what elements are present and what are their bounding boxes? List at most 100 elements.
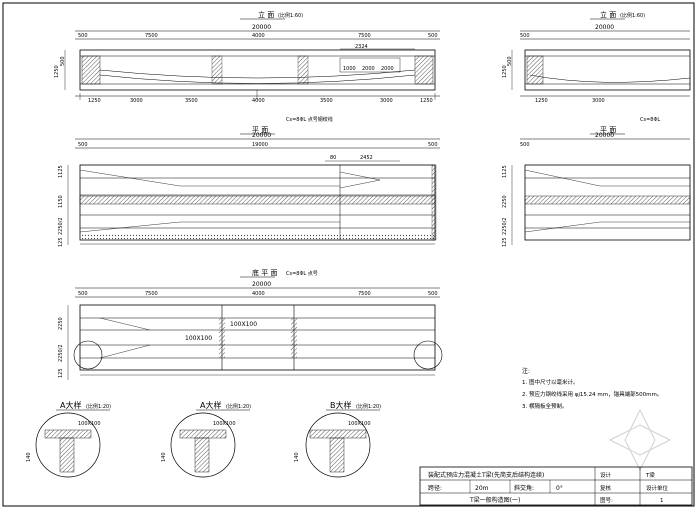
plan-view: 平 面 Cs=8ΦL 点号钢绞线 20000 19000 500 500 80 … <box>58 116 440 247</box>
side-plan-note: Cs=8ΦL <box>640 117 660 123</box>
elevation-seg-1: 500 <box>78 33 88 39</box>
plan-overall-dim: 20000 <box>252 132 271 139</box>
side-elevation-dim-1: 3000 <box>592 98 605 104</box>
plan-inner-dim: 19000 <box>252 142 268 148</box>
notes-item-1: 1. 图中尺寸以毫米计。 <box>522 378 579 386</box>
side-elevation-dim-2: 1250 <box>535 98 548 104</box>
elevation-seg-2: 7500 <box>145 33 158 39</box>
side-plan-left-edge: 500 <box>520 142 530 148</box>
detail-a1-title: A大样 <box>60 400 81 410</box>
elevation-bottom-dim-3: 3500 <box>185 98 198 104</box>
plan-sub-dim-2: 2452 <box>360 155 373 161</box>
title-sheet-label: 图号: <box>600 496 613 504</box>
bottom-plan-view: 底 平 面 Cs=8ΦL 点号 20000 500 7500 4000 7500… <box>58 268 443 380</box>
title-block: 装配式预应力混凝土T梁(先简支后结构连续) 跨径: 20m 斜交角: 0° T梁… <box>419 466 693 506</box>
title-sheet-value: 1 <box>660 498 664 504</box>
bottom-plan-seg-1: 500 <box>78 291 88 297</box>
elevation-mid-dim-1: 1000 <box>343 66 356 72</box>
bottom-plan-left-dim-3: 125 <box>58 368 64 378</box>
watermark-logo <box>608 408 672 472</box>
bottom-plan-overall: 20000 <box>252 281 271 288</box>
plan-left-dim-3: 2250/2 <box>58 217 64 235</box>
bottom-plan-seg-2: 7500 <box>145 291 158 297</box>
bottom-plan-left-dim-2: 2250/2 <box>58 344 64 362</box>
plan-edge-right: 500 <box>428 142 438 148</box>
side-elevation-left-edge: 500 <box>520 33 530 39</box>
elevation-bottom-dim-7: 1250 <box>420 98 433 104</box>
elevation-overall-dim: 20000 <box>252 24 271 31</box>
bottom-plan-seg-5: 500 <box>428 291 438 297</box>
side-plan-left-dim-4: 125 <box>502 237 508 247</box>
elevation-seg-5: 500 <box>428 33 438 39</box>
detail-a2: A大样 (比例1:20) 100X100 140 <box>161 400 251 478</box>
bottom-plan-seg-4: 7500 <box>358 291 371 297</box>
side-plan-left-dim-2: 2250 <box>502 195 508 208</box>
bottom-plan-title: 底 平 面 <box>252 268 277 277</box>
detail-b-height: 140 <box>294 452 300 462</box>
notes-item-3: 3. 横隔板全预制。 <box>522 402 568 410</box>
side-plan-left-dim-1: 1125 <box>502 165 508 178</box>
bottom-plan-label-1: 100X100 <box>185 335 212 342</box>
side-elevation-height-1: 1250 <box>502 65 508 78</box>
detail-b: B大样 (比例1:20) 100X100 140 <box>294 400 381 478</box>
bottom-plan-seg-3: 4000 <box>252 291 265 297</box>
title-check-value: 设计单位 <box>646 484 669 492</box>
bottom-plan-label-2: 100X100 <box>230 321 257 328</box>
detail-b-subtitle: (比例1:20) <box>356 403 381 410</box>
detail-a2-title: A大样 <box>200 400 221 410</box>
title-drawing-name: T梁一般构造图(一) <box>469 496 520 504</box>
bottom-plan-left-dim-1: 2250 <box>58 317 64 330</box>
bottom-plan-note: Cs=8ΦL 点号 <box>286 271 318 277</box>
side-elevation-view: 立 面 (比例1:60) 20000 500 1250 500 3000 125… <box>502 10 691 104</box>
detail-a1-dim: 100X100 <box>78 421 101 427</box>
detail-b-dim: 100X100 <box>348 421 371 427</box>
notes-item-2: 2. 预应力钢绞线采用 φj15.24 mm，锚具端部500mm。 <box>522 390 662 398</box>
side-plan-view: 平 面 Cs=8ΦL 20000 500 1125 2250 2250/2 12… <box>502 117 691 247</box>
title-skew-value: 0° <box>556 485 563 492</box>
elevation-height-1: 1250 <box>54 65 60 78</box>
elevation-bottom-dim-1: 1250 <box>88 98 101 104</box>
plan-edge-left: 500 <box>78 142 88 148</box>
elevation-bottom-dim-6: 3000 <box>380 98 393 104</box>
notes-heading: 注: <box>522 367 530 375</box>
elevation-mid-dim-2: 2000 <box>362 66 375 72</box>
elevation-view: 立 面 (比例1:60) 20000 500 7500 4000 7500 50… <box>54 10 440 104</box>
title-project: 装配式预应力混凝土T梁(先简支后结构连续) <box>428 471 544 479</box>
elevation-bottom-dim-4: 4000 <box>252 98 265 104</box>
side-plan-title: 平 面 <box>600 126 616 134</box>
elevation-height-2: 500 <box>60 56 66 66</box>
side-elevation-height-2: 500 <box>507 56 513 66</box>
plan-note: Cs=8ΦL 点号钢绞线 <box>286 116 333 123</box>
side-elevation-subtitle: (比例1:60) <box>620 12 645 19</box>
detail-a1: A大样 (比例1:20) 100X100 140 <box>26 400 111 478</box>
title-skew-label: 斜交角: <box>514 484 534 492</box>
elevation-mid-dim-3: 2000 <box>381 66 394 72</box>
detail-a2-dim: 100X100 <box>213 421 236 427</box>
plan-left-dim-4: 125 <box>58 237 64 247</box>
title-design-value: T梁 <box>645 471 655 479</box>
elevation-subtitle: (比例1:60) <box>278 12 303 19</box>
detail-a2-height: 140 <box>161 452 167 462</box>
title-span-label: 跨径: <box>428 484 442 492</box>
detail-a1-subtitle: (比例1:20) <box>86 403 111 410</box>
title-span-value: 20m <box>475 485 489 492</box>
side-plan-overall: 20000 <box>595 132 614 139</box>
plan-left-dim-1: 1125 <box>58 165 64 178</box>
detail-a1-height: 140 <box>26 452 32 462</box>
elevation-title: 立 面 <box>258 10 274 19</box>
notes-block: 注: 1. 图中尺寸以毫米计。 2. 预应力钢绞线采用 φj15.24 mm，锚… <box>522 367 662 410</box>
elevation-sub-dim: 2324 <box>355 44 368 50</box>
title-design-label: 设计 <box>600 471 612 479</box>
side-plan-left-dim-3: 2250/2 <box>502 217 508 235</box>
side-elevation-title: 立 面 <box>600 10 616 19</box>
elevation-bottom-dim-2: 3000 <box>130 98 143 104</box>
detail-b-title: B大样 <box>330 400 352 410</box>
plan-left-dim-2: 1150 <box>58 195 64 208</box>
elevation-seg-4: 7500 <box>358 33 371 39</box>
elevation-bottom-dim-5: 3500 <box>320 98 333 104</box>
plan-sub-dim-1: 80 <box>330 155 336 161</box>
detail-a2-subtitle: (比例1:20) <box>226 403 251 410</box>
